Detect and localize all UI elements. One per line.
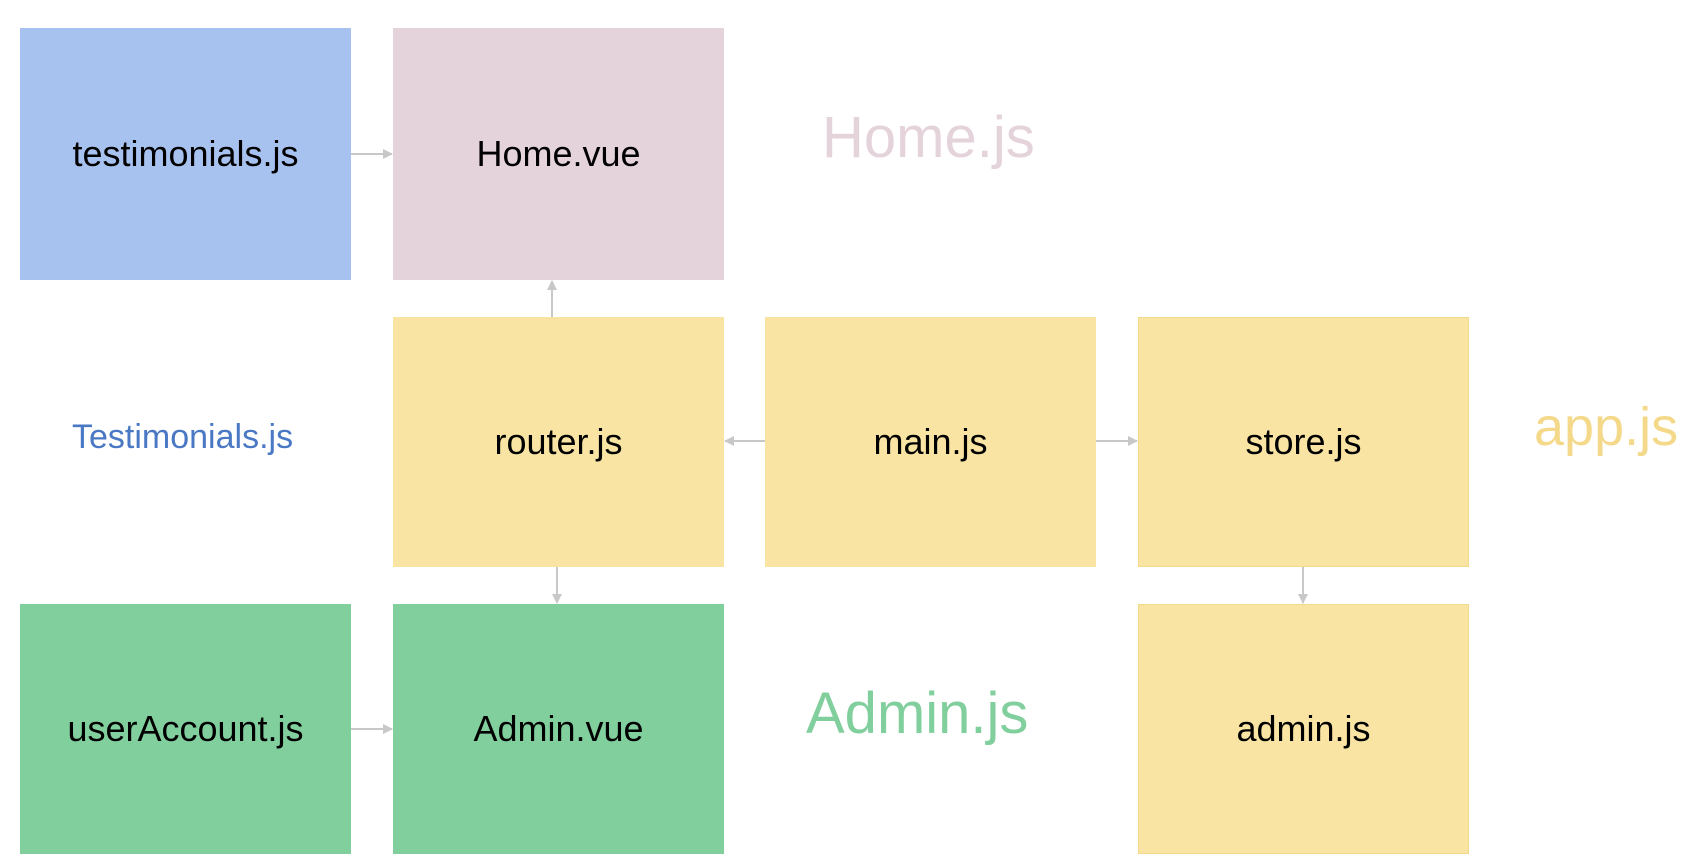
user-account-js-label: userAccount.js xyxy=(67,708,304,749)
router-js-label: router.js xyxy=(494,421,623,462)
admin-group-label: Admin.js xyxy=(806,681,1029,746)
testimonials-js-label: testimonials.js xyxy=(72,133,299,174)
app-group-label: app.js xyxy=(1534,397,1679,457)
home-vue-box: Home.vue xyxy=(393,28,724,280)
user-account-js-box: userAccount.js xyxy=(20,604,351,854)
store-js-box: store.js xyxy=(1138,317,1469,567)
store-js-label: store.js xyxy=(1245,421,1362,462)
admin-js-label: admin.js xyxy=(1236,708,1371,749)
testimonials-group-label: Testimonials.js xyxy=(72,418,294,456)
admin-vue-label: Admin.vue xyxy=(473,708,644,749)
testimonials-js-box: testimonials.js xyxy=(20,28,351,280)
home-vue-label: Home.vue xyxy=(476,133,641,174)
admin-vue-box: Admin.vue xyxy=(393,604,724,854)
main-js-label: main.js xyxy=(873,421,988,462)
admin-js-box: admin.js xyxy=(1138,604,1469,854)
router-js-box: router.js xyxy=(393,317,724,567)
main-js-box: main.js xyxy=(765,317,1096,567)
home-group-label: Home.js xyxy=(822,105,1035,170)
